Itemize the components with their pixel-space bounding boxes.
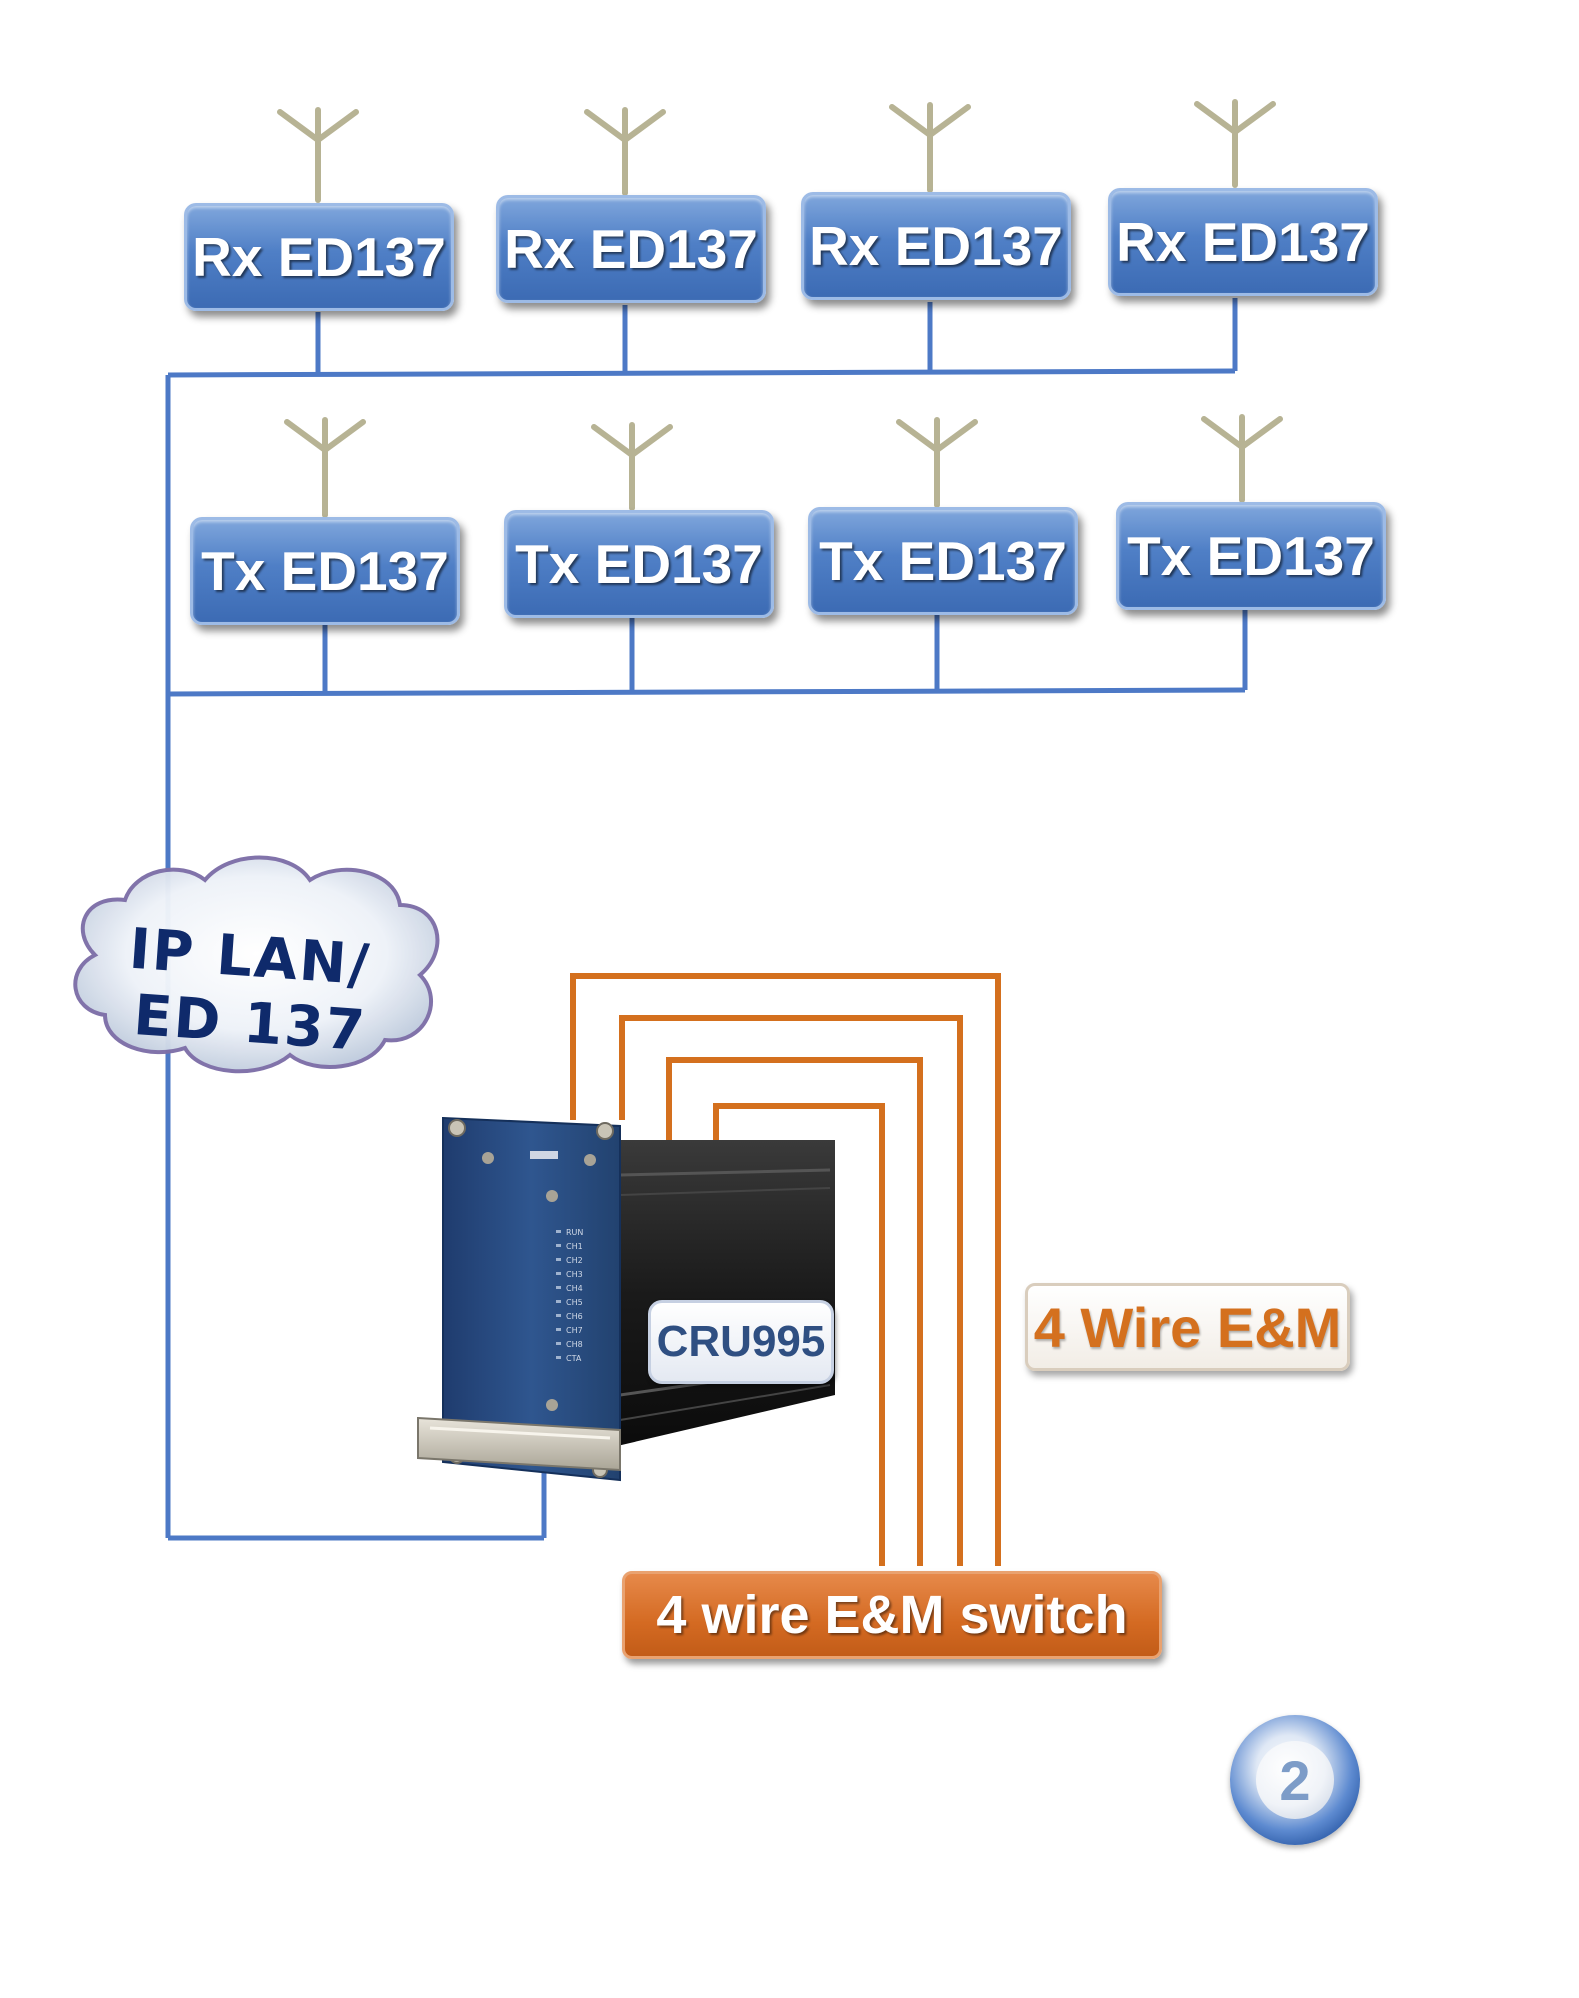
rx-radio-box: Rx ED137 (184, 203, 454, 311)
antenna-icon (1201, 414, 1283, 503)
four-wire-em-label: 4 Wire E&M (1025, 1283, 1350, 1371)
tx-antennas (284, 414, 1283, 518)
four-wire-lines (570, 973, 1001, 1566)
antenna-icon (896, 417, 978, 508)
led-label: CH3 (566, 1270, 583, 1279)
led-label: CH5 (566, 1298, 583, 1307)
antenna-icon (1194, 99, 1276, 188)
rx-radio-box: Rx ED137 (801, 192, 1071, 300)
antenna-icon (277, 107, 359, 203)
four-wire-em-text: 4 Wire E&M (1033, 1295, 1342, 1359)
network-cloud (73, 855, 440, 1074)
rx-radio-label: Rx ED137 (809, 215, 1063, 277)
tx-radio-box: Tx ED137 (808, 507, 1078, 615)
em-switch-box: 4 wire E&M switch (622, 1571, 1162, 1659)
card-label: CRU995 (648, 1300, 834, 1384)
rx-radio-box: Rx ED137 (496, 195, 766, 303)
tx-radio-label: Tx ED137 (819, 530, 1067, 592)
led-label: CH8 (566, 1340, 583, 1349)
card-label-text: CRU995 (656, 1317, 826, 1366)
led-label: CTA (566, 1354, 582, 1363)
led-label: CH4 (566, 1284, 583, 1293)
rx-radio-box: Rx ED137 (1108, 188, 1378, 296)
rx-radio-label: Rx ED137 (1116, 211, 1370, 273)
rx-antennas (277, 99, 1276, 203)
led-label: CH7 (566, 1326, 583, 1335)
rx-radio-label: Rx ED137 (192, 226, 446, 288)
page-number-badge: 2 (1230, 1715, 1360, 1845)
tx-radio-box: Tx ED137 (190, 517, 460, 625)
led-label: CH2 (566, 1256, 583, 1265)
led-label: CH1 (566, 1242, 583, 1251)
led-column (556, 1230, 561, 1359)
tx-radio-label: Tx ED137 (201, 540, 449, 602)
antenna-icon (284, 417, 366, 518)
antenna-icon (591, 422, 673, 511)
tx-radio-label: Tx ED137 (1127, 525, 1375, 587)
rx-radio-label: Rx ED137 (504, 218, 758, 280)
page-number: 2 (1256, 1741, 1334, 1819)
card-handle (417, 1416, 621, 1472)
em-switch-text: 4 wire E&M switch (656, 1585, 1128, 1645)
tx-radio-label: Tx ED137 (515, 533, 763, 595)
tx-radio-box: Tx ED137 (504, 510, 774, 618)
led-labels: RUN CH1 CH2 CH3 CH4 CH5 CH6 CH7 CH8 CTA (566, 1228, 583, 1363)
antenna-icon (889, 102, 971, 193)
led-label: RUN (566, 1228, 583, 1237)
led-label: CH6 (566, 1312, 583, 1321)
network-cloud-label: IP LAN/ ED 137 (70, 917, 430, 1064)
antenna-icon (584, 107, 666, 196)
tx-radio-box: Tx ED137 (1116, 502, 1386, 610)
card-chassis: RUN CH1 CH2 CH3 CH4 CH5 CH6 CH7 CH8 CTA (417, 1116, 835, 1482)
